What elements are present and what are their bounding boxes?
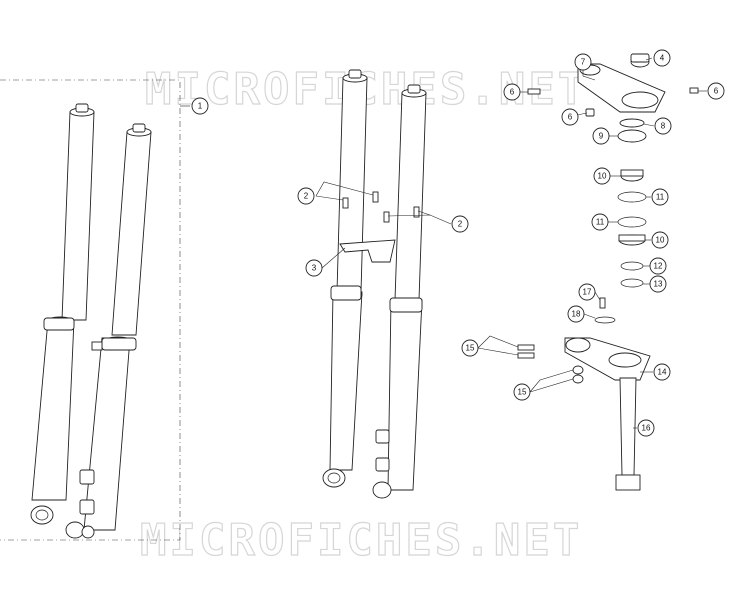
clamp-bolts — [517, 344, 584, 384]
lower-triple-clamp — [564, 297, 651, 381]
svg-text:10: 10 — [656, 236, 665, 245]
callout-11b: 11 — [591, 213, 609, 231]
callout-15a: 15 — [461, 339, 479, 357]
callout-6c: 6 — [561, 108, 579, 126]
svg-text:6: 6 — [568, 113, 573, 122]
callout-15b: 15 — [513, 383, 531, 401]
guard-bolts — [342, 191, 420, 223]
upper-triple-clamp — [577, 53, 666, 113]
svg-text:2: 2 — [304, 192, 309, 201]
svg-text:12: 12 — [654, 262, 663, 271]
leader-lines — [180, 57, 707, 429]
svg-text:10: 10 — [598, 172, 607, 181]
bearings-seals — [617, 169, 647, 288]
svg-text:4: 4 — [660, 54, 665, 63]
callout-14: 14 — [653, 363, 671, 381]
callout-6a: 6 — [503, 83, 521, 101]
svg-text:13: 13 — [654, 280, 663, 289]
callout-2b: 2 — [451, 215, 469, 233]
callout-6b: 6 — [707, 82, 725, 100]
callout-16: 16 — [637, 419, 655, 437]
steering-stem — [615, 377, 641, 491]
callout-7: 7 — [574, 53, 592, 71]
callout-3: 3 — [305, 259, 323, 277]
svg-text:6: 6 — [510, 88, 515, 97]
svg-text:11: 11 — [656, 193, 665, 202]
callout-4: 4 — [653, 49, 671, 67]
callout-10b: 10 — [651, 231, 669, 249]
svg-text:9: 9 — [599, 132, 604, 141]
svg-text:15: 15 — [466, 344, 475, 353]
svg-text:15: 15 — [518, 388, 527, 397]
svg-text:17: 17 — [583, 288, 592, 297]
callout-18: 18 — [567, 305, 585, 323]
svg-text:11: 11 — [596, 218, 605, 227]
callout-12: 12 — [649, 257, 667, 275]
callout-1: 1 — [191, 97, 209, 115]
fork-guard — [339, 239, 396, 263]
watermark-bottom: MICROFICHES.NET — [140, 515, 582, 566]
svg-text:16: 16 — [642, 424, 651, 433]
svg-text:8: 8 — [661, 122, 666, 131]
small-hardware — [527, 87, 699, 143]
svg-text:2: 2 — [458, 220, 463, 229]
fork-legs — [322, 69, 427, 499]
assembly-bracket — [0, 79, 181, 541]
callout-2a: 2 — [297, 187, 315, 205]
callout-9: 9 — [592, 127, 610, 145]
fork-assembly-complete — [30, 103, 152, 539]
svg-text:1: 1 — [198, 102, 203, 111]
callout-8: 8 — [654, 117, 672, 135]
svg-text:7: 7 — [581, 58, 586, 67]
callout-11a: 11 — [651, 188, 669, 206]
callout-10a: 10 — [593, 167, 611, 185]
svg-text:3: 3 — [312, 264, 317, 273]
callout-13: 13 — [649, 275, 667, 293]
svg-text:14: 14 — [658, 368, 667, 377]
svg-text:6: 6 — [714, 87, 719, 96]
callout-17: 17 — [578, 283, 596, 301]
svg-text:18: 18 — [572, 310, 581, 319]
